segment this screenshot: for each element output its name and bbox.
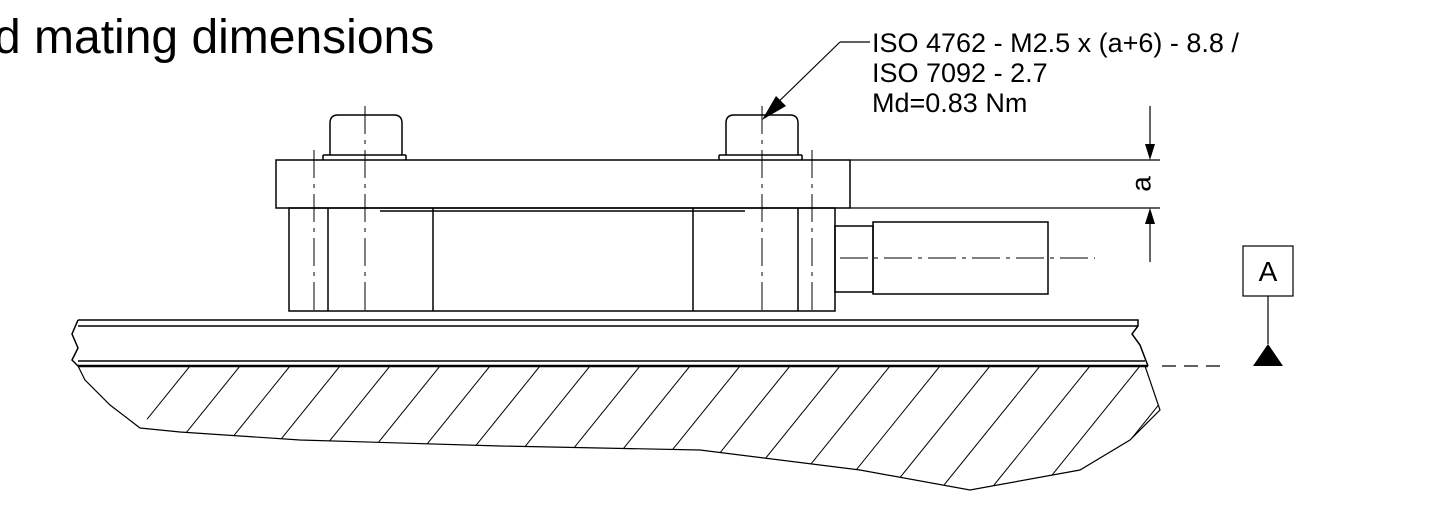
callout-line-2: ISO 7092 - 2.7: [872, 58, 1048, 88]
clamp-plate: [275, 159, 851, 209]
center-lines: [313, 106, 1095, 316]
dimension-label: a: [1125, 176, 1156, 192]
dimension-arrow-top: [1145, 144, 1155, 160]
leader-arrowhead: [762, 96, 786, 120]
guide-rail: [71, 319, 1149, 368]
dimension-a: [850, 106, 1160, 262]
datum-label: A: [1259, 256, 1278, 287]
page-title: d mating dimensions: [0, 11, 435, 64]
carriage-body: [288, 207, 836, 312]
callout-leader: [767, 41, 870, 113]
screw-head-right: [718, 114, 803, 160]
screw-callout: ISO 4762 - M2.5 x (a+6) - 8.8 / ISO 7092…: [872, 28, 1239, 118]
dimension-arrow-bottom: [1145, 208, 1155, 224]
base-section-outline: [77, 365, 1161, 491]
callout-line-3: Md=0.83 Nm: [872, 88, 1028, 118]
datum-triangle: [1253, 344, 1283, 366]
callout-line-1: ISO 4762 - M2.5 x (a+6) - 8.8 /: [872, 28, 1239, 58]
section-hatching: [89, 366, 1160, 490]
side-connector: [834, 221, 1049, 295]
datum-symbol: [1242, 245, 1294, 344]
